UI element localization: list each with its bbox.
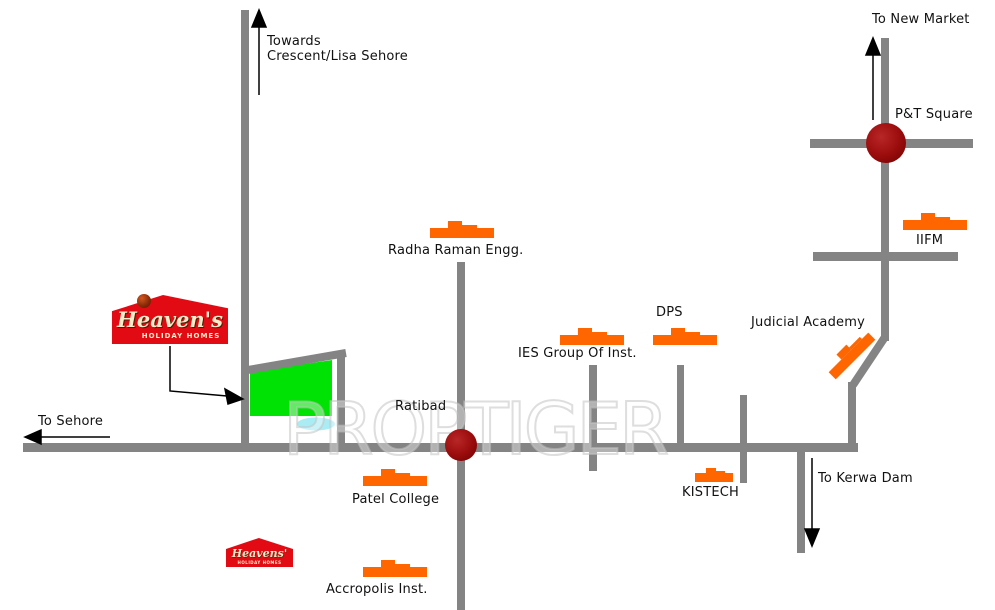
- label-radha-raman: Radha Raman Engg.: [388, 243, 524, 258]
- logo-pointer-head: [223, 387, 245, 405]
- label-accropolis: Accropolis Inst.: [326, 582, 428, 597]
- label-iifm: IIFM: [916, 233, 944, 248]
- arrow-down-kerwa-head: [803, 528, 821, 548]
- label-towards-crescent: Towards Crescent/Lisa Sehore: [267, 34, 408, 64]
- landmark-icon-ies-group: [560, 328, 624, 345]
- ratibad-junction-circle: [445, 429, 477, 461]
- arrow-up-crescent-head: [250, 8, 268, 28]
- label-judicial-academy: Judicial Academy: [751, 315, 865, 330]
- arrow-left-sehore-head: [23, 428, 42, 446]
- arrows-group: [23, 8, 882, 548]
- property-plot-area: [250, 360, 332, 416]
- label-to-new-market: To New Market: [872, 12, 970, 27]
- landmark-icon-dps: [653, 328, 717, 345]
- pt-square-junction-circle: [866, 123, 906, 163]
- label-ies-group: IES Group Of Inst.: [518, 346, 637, 361]
- landmark-icon-kistech: [695, 468, 733, 482]
- logo-pointer-line: [169, 346, 228, 397]
- heavens-logo-tagline: HOLIDAY HOMES: [141, 332, 221, 340]
- heavens-small-brand-text: Heavens': [231, 547, 288, 560]
- road-judicial-diagonal: [849, 334, 889, 388]
- landmark-icon-patel-college: [363, 469, 427, 486]
- landmark-icon-radha-raman: [430, 221, 494, 238]
- label-pt-square: P&T Square: [895, 107, 973, 122]
- label-dps: DPS: [656, 305, 683, 320]
- label-kistech: KISTECH: [682, 485, 740, 500]
- pond-water-shape: [297, 417, 335, 431]
- arrow-up-newmarket-head: [864, 36, 882, 56]
- heavens-logo-globe-icon: [137, 294, 151, 308]
- label-to-kerwa-dam: To Kerwa Dam: [818, 471, 913, 486]
- heavens-logo-brand-text: Heaven's: [117, 307, 223, 332]
- label-patel-college: Patel College: [352, 492, 440, 507]
- road-plot-diagonal: [241, 349, 347, 375]
- landmark-icon-iifm: [903, 213, 967, 230]
- label-to-sehore: To Sehore: [38, 414, 104, 429]
- label-ratibad: Ratibad: [395, 399, 447, 414]
- heavens-small-sign: Heavens' HOLIDAY HOMES: [226, 538, 293, 567]
- landmark-icon-accropolis: [363, 560, 427, 577]
- heavens-small-tagline: HOLIDAY HOMES: [237, 560, 282, 565]
